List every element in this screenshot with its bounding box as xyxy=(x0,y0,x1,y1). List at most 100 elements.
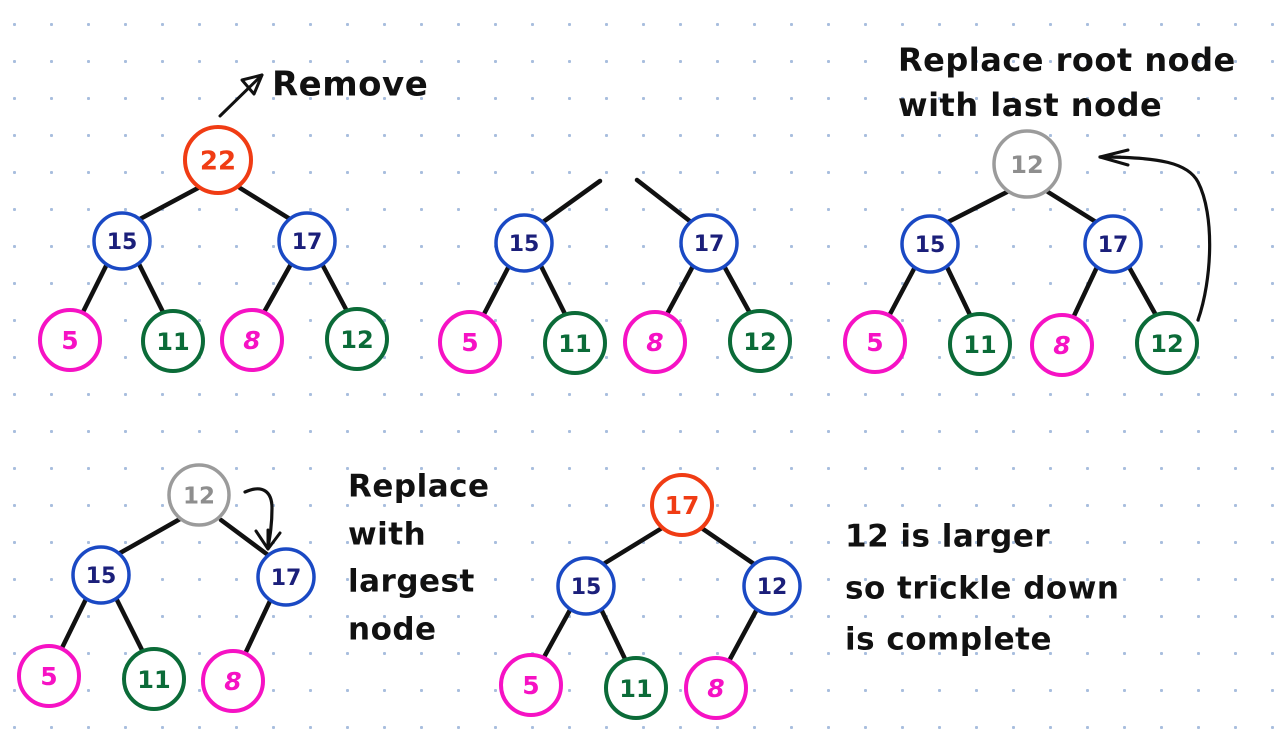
node-5[interactable]: 5 xyxy=(38,308,102,372)
node-label: 15 xyxy=(86,564,117,589)
node-12-root-grey[interactable]: 12 xyxy=(167,463,231,527)
node-label: 11 xyxy=(963,331,996,359)
node-11[interactable]: 11 xyxy=(604,656,668,720)
step-5-final-heap: 17 15 12 5 11 8 xyxy=(499,473,802,720)
node-label: 8 xyxy=(243,326,260,355)
node-label: 12 xyxy=(757,575,788,600)
node-17-root[interactable]: 17 xyxy=(650,473,714,537)
edge-group xyxy=(886,189,1160,321)
node-5[interactable]: 5 xyxy=(843,310,907,374)
arrow-head-icon xyxy=(240,73,264,96)
node-8[interactable]: 8 xyxy=(623,310,687,374)
node-12-root-grey[interactable]: 12 xyxy=(992,129,1062,199)
annotation-line-2: with last node xyxy=(898,86,1162,124)
hook-arrow-icon xyxy=(243,487,274,549)
annotation-line-3: largest xyxy=(348,564,475,600)
node-8[interactable]: 8 xyxy=(684,656,748,720)
node-label: 12 xyxy=(183,484,215,510)
arrow-head-icon xyxy=(254,528,282,551)
node-17[interactable]: 17 xyxy=(277,211,337,271)
annotation-remove-label: Remove xyxy=(272,65,428,105)
edge xyxy=(79,261,110,317)
node-17[interactable]: 17 xyxy=(256,547,316,607)
node-12-leaf[interactable]: 12 xyxy=(1135,311,1199,375)
dangling-edge-right xyxy=(634,177,694,225)
node-label: 22 xyxy=(200,147,236,177)
edge xyxy=(602,525,665,566)
node-12[interactable]: 12 xyxy=(728,309,792,373)
edge xyxy=(663,263,696,319)
arrow-head-icon xyxy=(1098,148,1130,167)
annotation-line-1: Replace root node xyxy=(898,41,1236,79)
node-label: 8 xyxy=(1053,331,1070,360)
node-label: 17 xyxy=(694,232,725,257)
node-label: 5 xyxy=(522,671,539,700)
node-label: 12 xyxy=(1150,330,1183,358)
node-22-root[interactable]: 22 xyxy=(183,125,253,195)
edge-group xyxy=(58,516,273,657)
node-15[interactable]: 15 xyxy=(92,211,152,271)
step-3-last-node-to-root: 12 15 17 5 11 8 12 xyxy=(843,129,1212,377)
node-17[interactable]: 17 xyxy=(1083,214,1143,274)
node-label: 8 xyxy=(646,328,663,357)
node-12[interactable]: 12 xyxy=(325,307,389,371)
edge xyxy=(319,261,351,316)
edge xyxy=(117,516,183,556)
node-label: 17 xyxy=(665,491,700,520)
node-8[interactable]: 8 xyxy=(1030,313,1094,377)
edge xyxy=(886,264,918,319)
node-label: 17 xyxy=(271,566,302,591)
edge xyxy=(218,517,271,558)
node-label: 11 xyxy=(137,666,170,694)
node-11[interactable]: 11 xyxy=(543,311,607,375)
node-8[interactable]: 8 xyxy=(220,308,284,372)
node-15[interactable]: 15 xyxy=(494,213,554,273)
node-5[interactable]: 5 xyxy=(438,310,502,374)
annotation-replace-largest: Replace with largest node xyxy=(348,469,490,648)
edge xyxy=(945,189,1010,225)
node-label: 5 xyxy=(866,328,883,357)
step-2-root-removed: 15 17 5 11 8 12 xyxy=(438,177,792,375)
edge xyxy=(137,185,201,222)
node-label: 15 xyxy=(571,575,602,600)
node-label: 15 xyxy=(509,232,540,257)
edge xyxy=(1126,264,1160,320)
node-5[interactable]: 5 xyxy=(17,644,81,708)
edge xyxy=(1070,264,1100,321)
node-15[interactable]: 15 xyxy=(556,556,616,616)
annotation-line-1: 12 is larger xyxy=(845,519,1050,555)
edge xyxy=(1045,189,1099,225)
edge xyxy=(237,185,293,222)
annotation-replace-root: Replace root node with last node xyxy=(898,41,1236,124)
node-12[interactable]: 12 xyxy=(742,556,802,616)
node-11[interactable]: 11 xyxy=(948,312,1012,376)
node-8[interactable]: 8 xyxy=(201,649,265,713)
edge xyxy=(58,596,89,653)
edge xyxy=(136,261,167,317)
node-label: 8 xyxy=(224,667,241,696)
node-11[interactable]: 11 xyxy=(141,309,205,373)
edge-group xyxy=(480,177,754,319)
node-label: 17 xyxy=(292,230,323,255)
node-label: 5 xyxy=(461,328,478,357)
node-label: 17 xyxy=(1098,233,1129,258)
up-right-arrow-icon xyxy=(218,73,264,118)
edge xyxy=(700,526,757,567)
annotation-line-1: Replace xyxy=(348,469,490,505)
node-label: 15 xyxy=(915,233,946,258)
edge-group xyxy=(540,525,759,664)
step-4-compare-children: 12 15 17 5 11 8 xyxy=(17,463,316,713)
edge xyxy=(599,608,629,664)
node-15[interactable]: 15 xyxy=(71,545,131,605)
node-5[interactable]: 5 xyxy=(499,653,563,717)
node-label: 12 xyxy=(743,328,776,356)
node-11[interactable]: 11 xyxy=(122,647,186,711)
node-label: 5 xyxy=(40,662,57,691)
node-label: 15 xyxy=(107,230,138,255)
edge xyxy=(540,607,573,662)
node-15[interactable]: 15 xyxy=(900,214,960,274)
node-17[interactable]: 17 xyxy=(679,213,739,273)
annotation-line-4: node xyxy=(348,612,437,648)
annotation-line-2: with xyxy=(348,517,426,553)
